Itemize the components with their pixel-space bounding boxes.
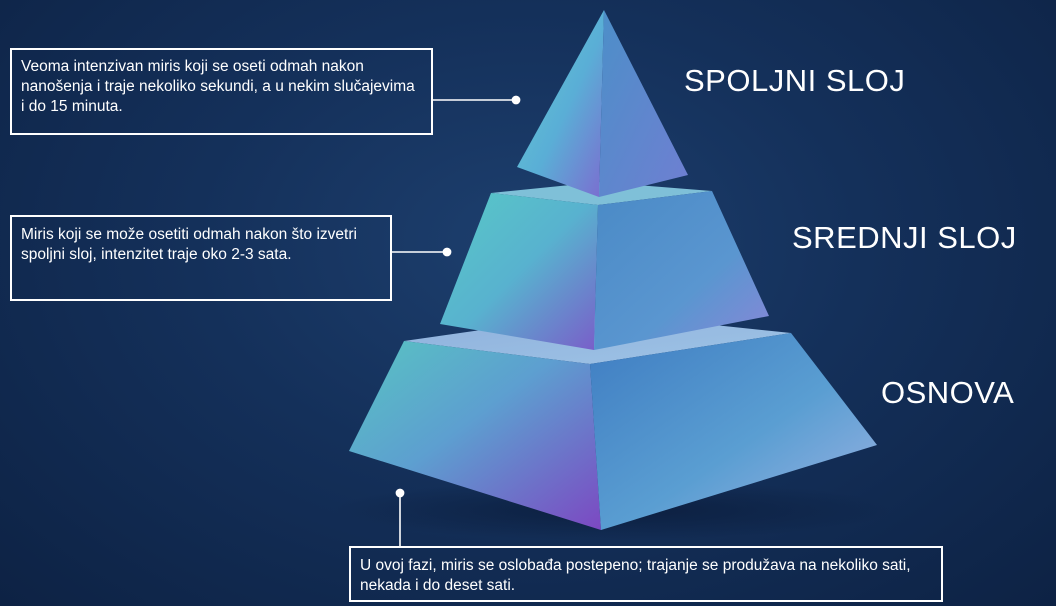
description-box-top-layer: Veoma intenzivan miris koji se oseti odm… — [10, 48, 433, 135]
layer-label-middle: SREDNJI SLOJ — [792, 220, 1017, 255]
pyramid-tier-middle — [440, 182, 769, 350]
base-left-face — [349, 341, 601, 530]
layer-label-top: SPOLJNI SLOJ — [684, 63, 906, 98]
middle-right-face — [594, 191, 769, 350]
layer-label-base: OSNOVA — [881, 375, 1015, 410]
connector-middle — [392, 247, 452, 257]
pyramid-tier-top — [517, 10, 688, 197]
top-right-face — [599, 10, 688, 197]
connector-top — [433, 95, 521, 105]
connector-base — [395, 488, 405, 546]
base-right-face — [590, 333, 877, 530]
middle-left-face — [440, 193, 598, 350]
top-left-face — [517, 10, 604, 197]
description-box-base-layer: U ovoj fazi, miris se oslobađa postepeno… — [349, 546, 943, 602]
description-box-middle-layer: Miris koji se može osetiti odmah nakon š… — [10, 215, 392, 301]
